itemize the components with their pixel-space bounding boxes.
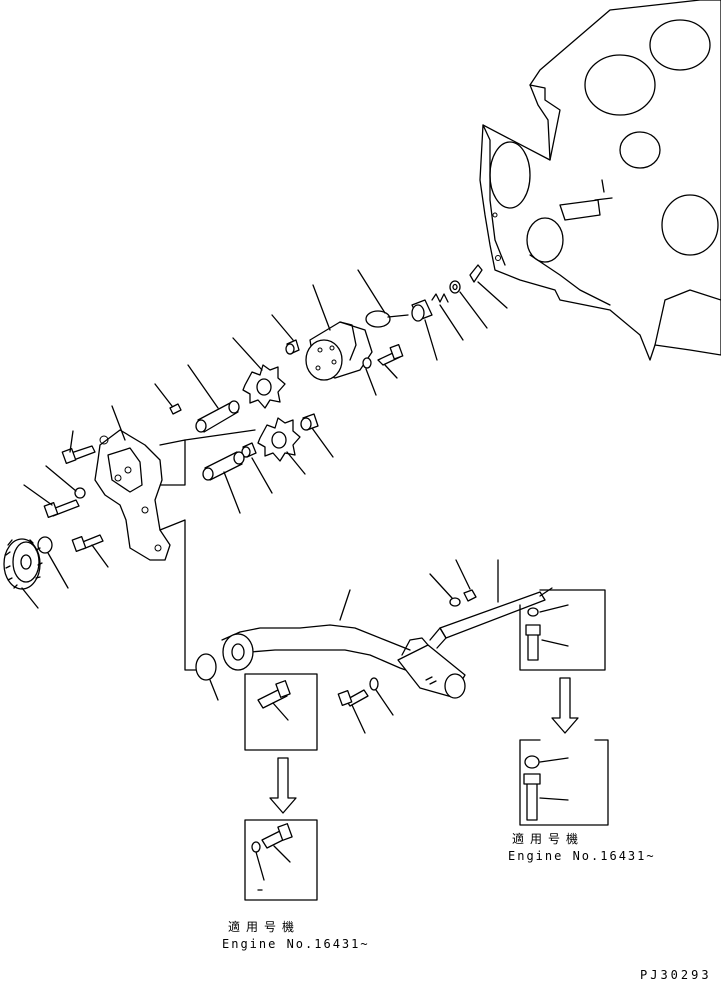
bolt-lower-left xyxy=(71,534,109,568)
pipe-bolt xyxy=(337,689,369,734)
pump-body xyxy=(94,405,171,561)
arrow-down-right xyxy=(551,677,579,734)
drawing-code: PJ30293 xyxy=(640,968,712,982)
driven-gear xyxy=(257,417,306,475)
inset-right-lower xyxy=(519,739,609,826)
washer-left xyxy=(45,465,86,499)
pump-cover xyxy=(305,284,373,381)
cotter-pin xyxy=(469,264,508,309)
drive-gear xyxy=(232,337,286,409)
washer-small xyxy=(449,280,488,329)
bushing-upper xyxy=(271,314,300,355)
bushing-small xyxy=(241,442,273,494)
relief-valve xyxy=(411,299,438,361)
engine-block xyxy=(479,0,721,361)
pump-drive-gear xyxy=(3,538,43,609)
bolt-mid-left xyxy=(23,484,80,518)
relief-spring xyxy=(431,293,464,341)
inset-right-jp-label: 適用号機 xyxy=(512,832,585,846)
inset-bottom-upper xyxy=(244,673,318,751)
collar xyxy=(37,536,69,589)
inset-bottom-engine-label: Engine No.16431~ xyxy=(222,937,370,951)
strainer-bracket xyxy=(429,559,553,649)
o-ring-strainer xyxy=(195,653,219,701)
inset-bottom-lower xyxy=(244,819,318,901)
arrow-down-bottom xyxy=(269,757,297,814)
o-ring-cover xyxy=(357,269,409,328)
bracket-washer xyxy=(429,573,461,607)
inset-right-engine-label: Engine No.16431~ xyxy=(508,849,656,863)
driven-shaft xyxy=(202,451,245,514)
bracket-nut xyxy=(455,559,477,602)
bushing-lower xyxy=(300,413,334,458)
pipe-washer xyxy=(369,677,394,716)
inset-bottom-jp-label: 適用号機 xyxy=(228,920,301,934)
suction-pipe xyxy=(221,589,466,699)
bolt-upper-left xyxy=(61,430,96,464)
dowel-pin xyxy=(154,383,182,415)
drive-shaft xyxy=(187,364,240,433)
cover-bolt xyxy=(362,344,404,396)
inset-right-upper xyxy=(519,589,606,671)
